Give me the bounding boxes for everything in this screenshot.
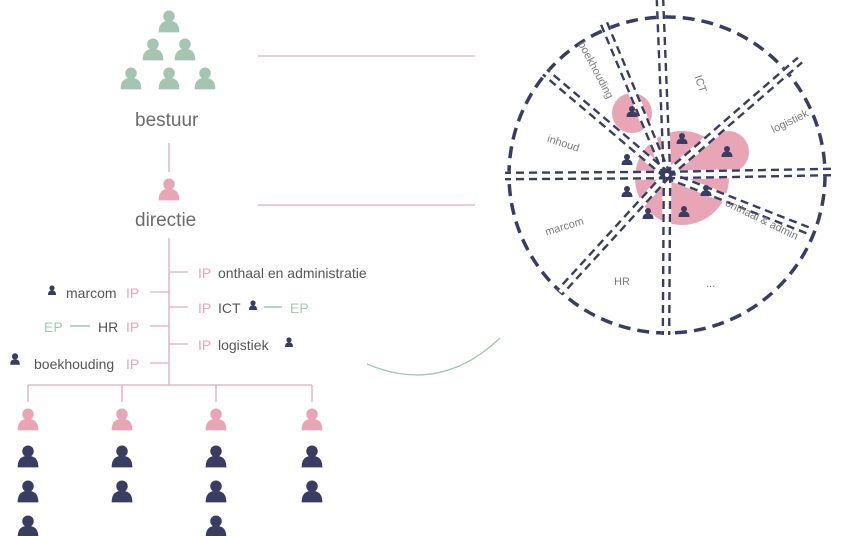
board-member-icon xyxy=(194,67,216,90)
sector-divider xyxy=(661,174,666,335)
sector-gap xyxy=(542,68,670,179)
role-label-onthaal: onthaal en administratie xyxy=(218,265,367,281)
sector-divider xyxy=(556,172,666,291)
sector-gap xyxy=(666,167,833,180)
role-label-hr: HR xyxy=(98,319,119,335)
ip-tag-onthaal: IP xyxy=(198,265,212,281)
team-lead-icon xyxy=(205,408,227,431)
boekhouding-person-icon xyxy=(10,353,20,365)
marcom-person-icon xyxy=(48,285,56,295)
sector-divider xyxy=(667,173,833,180)
sector-divider xyxy=(666,167,832,174)
board-member-icon xyxy=(142,38,164,61)
ip-tag-boekhouding: IP xyxy=(126,356,140,372)
segment-label-hr: HR xyxy=(614,276,630,288)
circle-member-icon xyxy=(621,154,633,165)
sector-divider xyxy=(561,176,671,295)
sector-divider xyxy=(546,68,670,174)
ip-tag-logistiek: IP xyxy=(198,337,212,353)
sector-divider xyxy=(505,176,668,181)
ip-tag-marcom: IP xyxy=(126,285,140,301)
sector-divider xyxy=(604,19,672,175)
sector-divider xyxy=(667,175,672,336)
circle-member-icon xyxy=(621,186,633,197)
board-member-icon xyxy=(158,10,180,33)
team-member-icon xyxy=(301,445,323,468)
role-label-marcom: marcom xyxy=(66,285,117,301)
sector-divider xyxy=(662,0,672,175)
board-label: bestuur xyxy=(135,110,199,131)
logistiek-person-icon xyxy=(285,337,293,347)
sector-gap xyxy=(598,19,672,177)
sector-divider xyxy=(504,170,667,175)
ict-person-icon xyxy=(249,300,257,310)
ep-tag-hr: EP xyxy=(44,319,63,335)
board-member-icon xyxy=(120,67,142,90)
role-label-logistiek: logistiek xyxy=(218,337,269,353)
segment-label-more: ... xyxy=(706,278,716,290)
team-member-icon xyxy=(205,445,227,468)
ep-tag-ict: EP xyxy=(290,300,309,316)
sector-divider xyxy=(655,0,666,176)
board-member-icon xyxy=(174,38,196,61)
team-member-icon xyxy=(111,445,133,468)
sector-gap xyxy=(504,170,668,181)
sector-gap xyxy=(664,56,803,179)
ip-tag-ict: IP xyxy=(198,300,212,316)
ip-tag-hr: IP xyxy=(126,319,140,335)
team-member-icon xyxy=(17,445,39,468)
sector-gap xyxy=(655,0,672,176)
management-label: directie xyxy=(135,210,197,231)
team-member-icon xyxy=(205,515,227,536)
team-member-icon xyxy=(205,480,227,503)
sector-gap xyxy=(661,174,672,336)
sector-divider xyxy=(664,56,799,174)
team-lead-icon xyxy=(111,408,133,431)
sector-divider xyxy=(598,21,666,177)
sector-gap xyxy=(665,170,814,237)
sector-gap xyxy=(556,171,671,296)
green-connector-arc xyxy=(366,337,501,376)
sector-divider xyxy=(542,73,666,179)
team-lead-icon xyxy=(17,408,39,431)
team-member-icon xyxy=(111,480,133,503)
team-member-icon xyxy=(17,480,39,503)
board-member-icon xyxy=(158,67,180,90)
team-lead-icon xyxy=(301,408,323,431)
team-member-icon xyxy=(301,480,323,503)
role-label-ict: ICT xyxy=(218,300,241,316)
role-label-boekhouding: boekhouding xyxy=(34,356,115,372)
sector-divider xyxy=(668,61,803,179)
director-icon xyxy=(158,178,180,201)
team-member-icon xyxy=(17,515,39,536)
